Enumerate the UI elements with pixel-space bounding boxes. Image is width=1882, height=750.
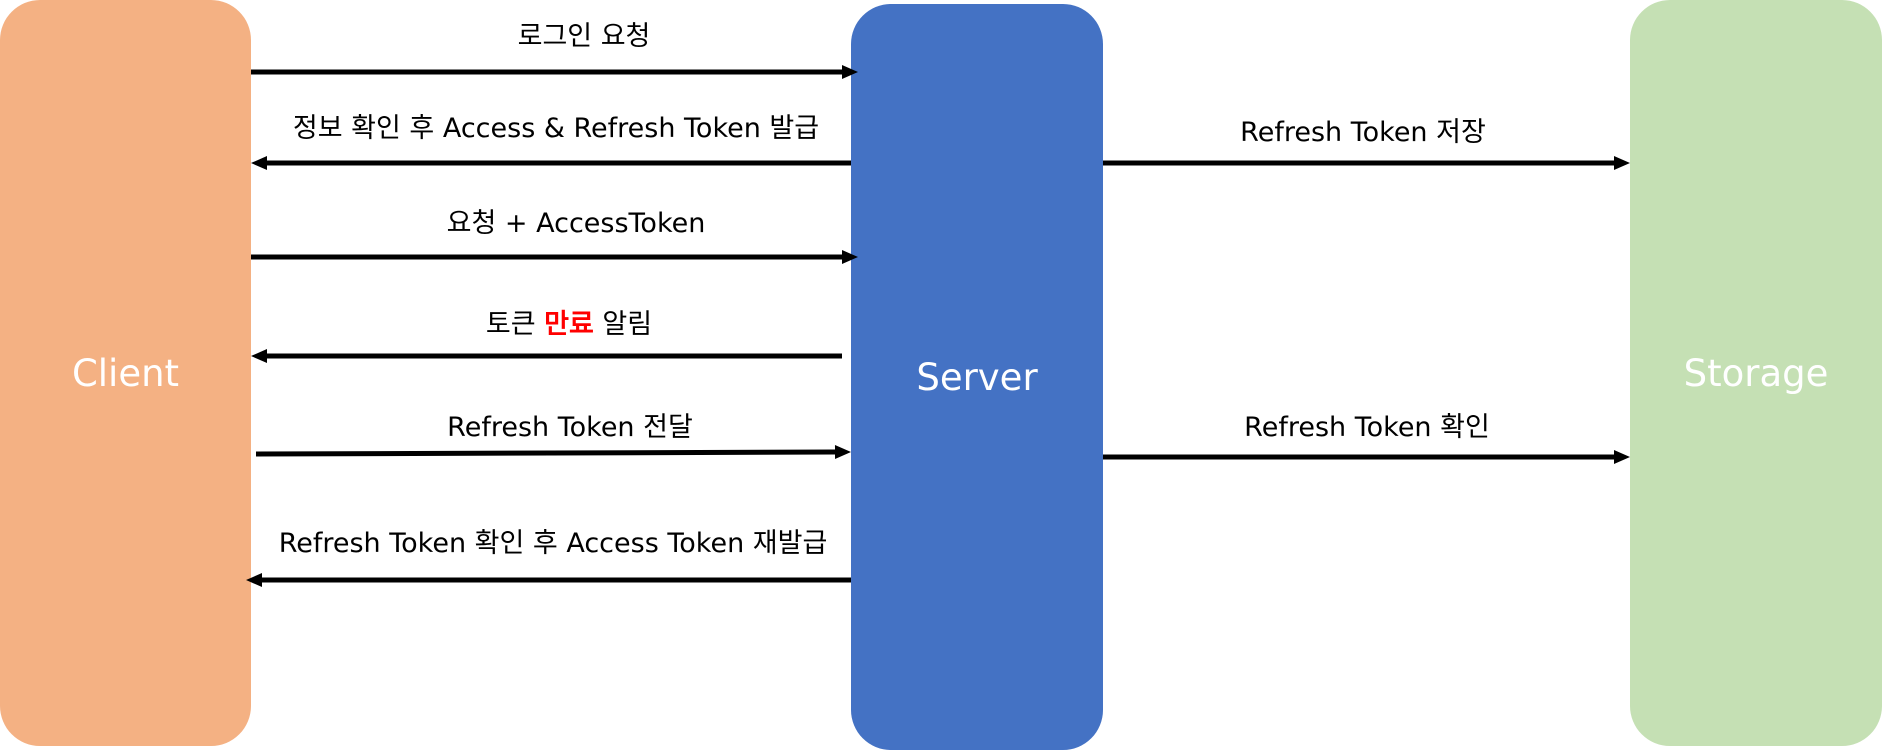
message-token-issue: 정보 확인 후 Access & Refresh Token 발급 — [292, 113, 820, 144]
server-lane: Server — [851, 4, 1103, 750]
arrow-store-refresh-token — [1103, 156, 1630, 170]
arrow-token-expired — [251, 349, 842, 363]
arrow-send-refresh-token — [255, 445, 851, 460]
client-lane: Client — [0, 0, 251, 746]
expired-highlight: 만료 — [544, 309, 594, 340]
arrow-request-with-access-token — [251, 250, 858, 264]
message-token-expired: 토큰 만료 알림 — [485, 309, 653, 340]
storage-label: Storage — [1683, 351, 1829, 395]
message-store-refresh-token: Refresh Token 저장 — [1240, 117, 1486, 148]
client-label: Client — [71, 351, 180, 395]
message-request-with-access-token: 요청 + AccessToken — [446, 208, 706, 239]
arrow-token-issue — [251, 156, 851, 170]
message-reissue-access-token: Refresh Token 확인 후 Access Token 재발급 — [278, 528, 828, 559]
arrow-reissue-access-token — [246, 573, 851, 587]
arrow-verify-refresh-token — [1103, 450, 1630, 464]
message-send-refresh-token: Refresh Token 전달 — [447, 412, 693, 443]
storage-lane: Storage — [1630, 0, 1882, 746]
message-verify-refresh-token: Refresh Token 확인 — [1244, 412, 1490, 443]
server-label: Server — [916, 355, 1038, 399]
message-login-request: 로그인 요청 — [517, 21, 651, 52]
arrow-login-request — [251, 65, 858, 79]
